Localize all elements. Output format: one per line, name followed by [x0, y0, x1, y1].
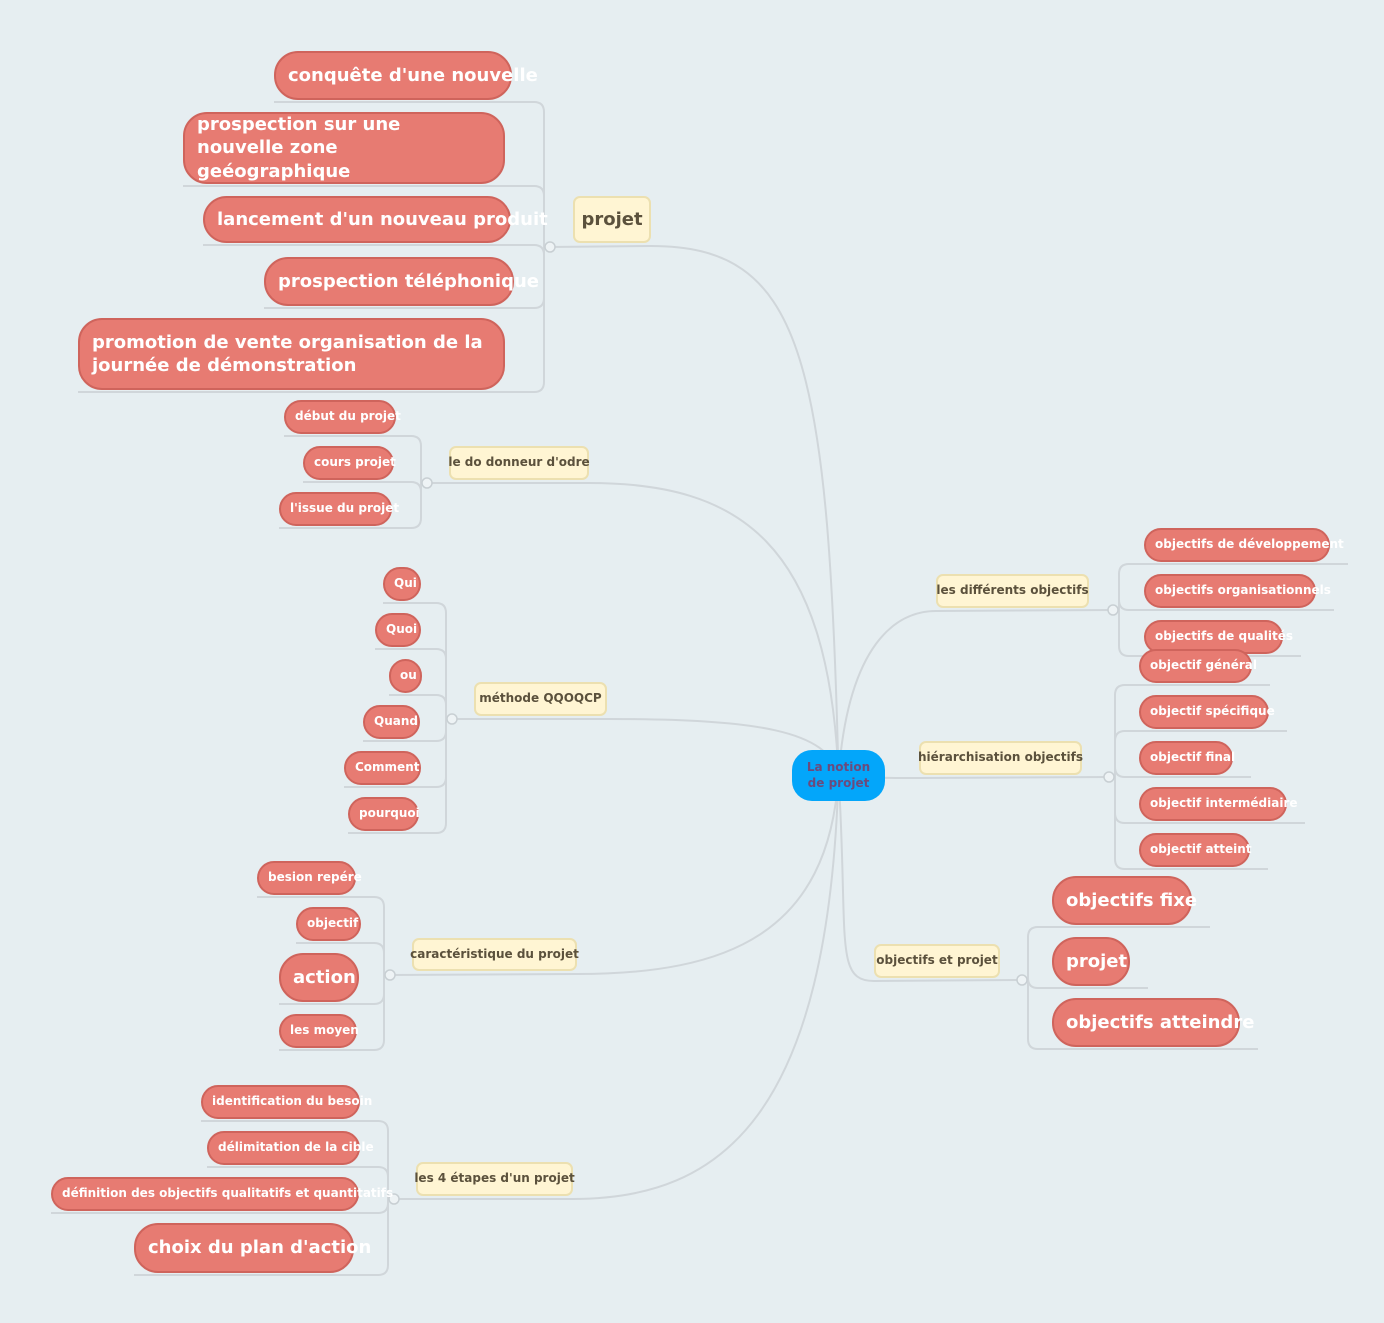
subtopic-node[interactable]: les moyen [279, 1014, 359, 1048]
subtopic-node[interactable]: objectifs organisationnels [1144, 574, 1331, 608]
central-topic[interactable]: La notion de projet [792, 750, 885, 801]
branch-connector [837, 609, 1114, 776]
topic-node[interactable]: les 4 étapes d'un projet [414, 1162, 575, 1196]
child-connector [279, 974, 390, 1051]
child-connector [1109, 766, 1251, 778]
child-connector [1109, 776, 1268, 870]
subtopic-node[interactable]: objectifs atteindre [1052, 998, 1254, 1047]
subtopic-node[interactable]: identification du besoin [201, 1085, 372, 1119]
collapse-toggle[interactable] [388, 1193, 400, 1205]
subtopic-node[interactable]: objectifs fixe [1052, 876, 1197, 925]
child-connector [1022, 926, 1210, 981]
child-connector [1113, 609, 1301, 657]
branch-connector [452, 718, 840, 776]
subtopic-node[interactable]: Quand [363, 705, 420, 739]
child-connector [274, 101, 550, 248]
branch-connector [427, 482, 840, 776]
child-connector [134, 1198, 394, 1276]
child-connector [279, 482, 427, 529]
child-connector [203, 244, 550, 256]
child-connector [303, 481, 427, 493]
subtopic-node[interactable]: l'issue du projet [279, 492, 399, 526]
collapse-toggle[interactable] [1103, 771, 1115, 783]
subtopic-node[interactable]: objectif général [1139, 649, 1257, 683]
branch-connector [394, 775, 840, 1200]
subtopic-node[interactable]: objectif final [1139, 741, 1235, 775]
child-connector [201, 1120, 394, 1200]
child-connector [78, 246, 550, 393]
topic-node[interactable]: projet [573, 196, 651, 243]
branch-connector [549, 244, 840, 776]
subtopic-node[interactable]: objectif intermédiaire [1139, 787, 1298, 821]
subtopic-node[interactable]: cours projet [303, 446, 396, 480]
collapse-toggle[interactable] [421, 477, 433, 489]
subtopic-node[interactable]: Quoi [375, 613, 421, 647]
topic-node[interactable]: caractéristique du projet [410, 938, 579, 971]
subtopic-node[interactable]: choix du plan d'action [134, 1223, 371, 1273]
topic-node[interactable]: hiérarchisation objectifs [918, 741, 1083, 775]
subtopic-node[interactable]: pourquoi [348, 797, 420, 831]
child-connector [296, 942, 390, 976]
child-connector [389, 694, 452, 720]
child-connector [1022, 977, 1148, 989]
subtopic-node[interactable]: besion repére [257, 861, 362, 895]
child-connector [257, 896, 390, 976]
collapse-toggle[interactable] [1107, 604, 1119, 616]
child-connector [1113, 599, 1334, 611]
child-connector [1022, 979, 1258, 1050]
subtopic-node[interactable]: objectif spécifique [1139, 695, 1275, 729]
subtopic-node[interactable]: Comment [344, 751, 421, 785]
subtopic-node[interactable]: objectif [296, 907, 361, 941]
child-connector [183, 185, 550, 248]
topic-node[interactable]: le do donneur d'odre [448, 446, 590, 480]
collapse-toggle[interactable] [446, 713, 458, 725]
subtopic-node[interactable]: délimitation de la cible [207, 1131, 374, 1165]
branch-connector [837, 775, 1023, 983]
subtopic-node[interactable]: objectif atteint [1139, 833, 1252, 867]
child-connector [1113, 563, 1348, 611]
subtopic-node[interactable]: prospection sur une nouvelle zone geéogr… [183, 112, 505, 184]
subtopic-node[interactable]: Qui [383, 567, 421, 601]
child-connector [383, 602, 452, 720]
collapse-toggle[interactable] [1016, 974, 1028, 986]
collapse-toggle[interactable] [384, 969, 396, 981]
collapse-toggle[interactable] [544, 241, 556, 253]
topic-node[interactable]: objectifs et projet [874, 944, 1000, 978]
topic-node[interactable]: méthode QQOQCP [474, 682, 607, 716]
subtopic-node[interactable]: lancement d'un nouveau produit [203, 196, 548, 243]
subtopic-node[interactable]: début du projet [284, 400, 401, 434]
child-connector [1109, 684, 1270, 778]
child-connector [348, 718, 452, 834]
subtopic-node[interactable]: conquête d'une nouvelle [274, 51, 538, 100]
subtopic-node[interactable]: définition des objectifs qualitatifs et … [51, 1177, 393, 1211]
child-connector [284, 435, 427, 484]
subtopic-node[interactable]: objectifs de développement [1144, 528, 1344, 562]
topic-node[interactable]: les différents objectifs [936, 574, 1089, 608]
child-connector [375, 648, 452, 720]
child-connector [1109, 730, 1287, 778]
branch-connector [389, 775, 840, 976]
subtopic-node[interactable]: action [279, 953, 359, 1002]
subtopic-node[interactable]: ou [389, 659, 422, 693]
child-connector [207, 1166, 394, 1200]
subtopic-node[interactable]: prospection téléphonique [264, 257, 539, 306]
subtopic-node[interactable]: projet [1052, 937, 1130, 986]
subtopic-node[interactable]: promotion de vente organisation de la jo… [78, 318, 505, 390]
